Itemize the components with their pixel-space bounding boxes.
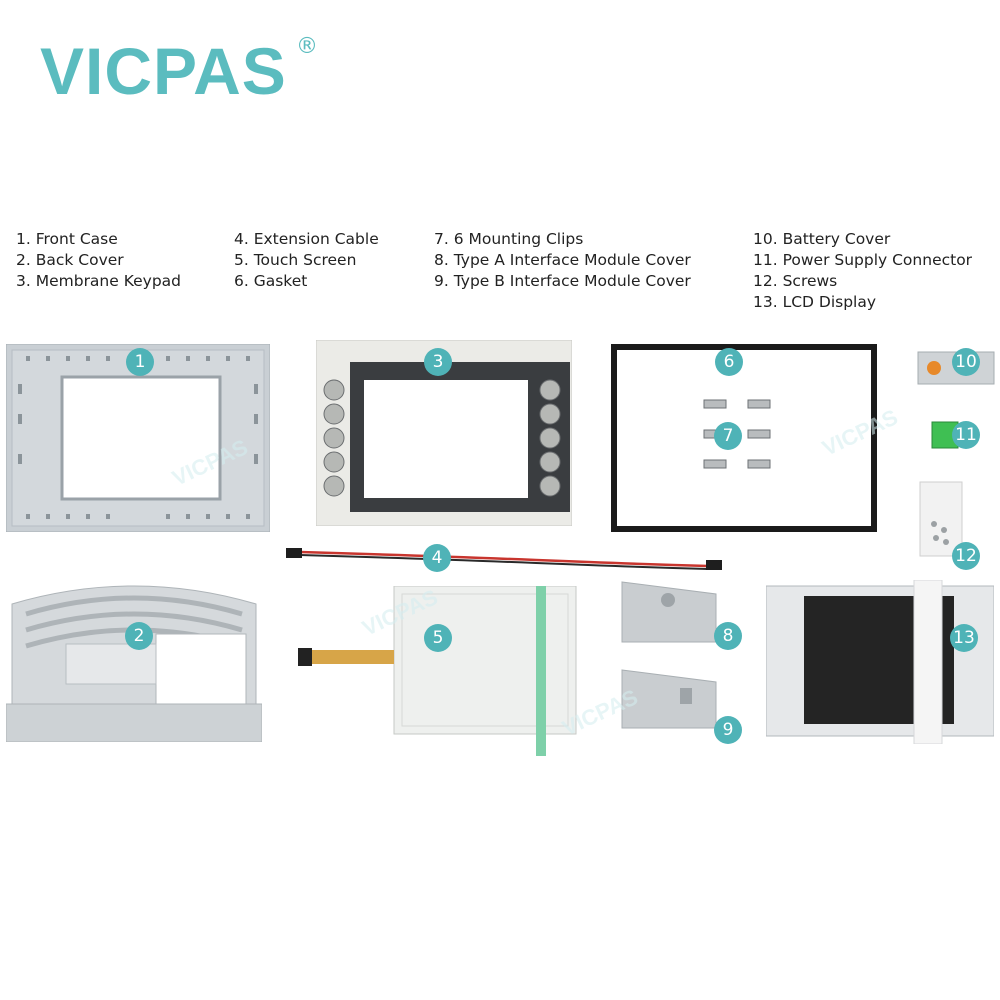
badge-6: 6 xyxy=(715,348,743,376)
legend-column-4: 10. Battery Cover 11. Power Supply Conne… xyxy=(753,229,972,313)
badge-3: 3 xyxy=(424,348,452,376)
badge-2: 2 xyxy=(125,622,153,650)
type-a-cover-image xyxy=(621,581,717,643)
legend-item: 11. Power Supply Connector xyxy=(753,251,973,269)
legend-column-2: 4. Extension Cable 5. Touch Screen 6. Ga… xyxy=(234,229,379,292)
badge-7: 7 xyxy=(714,422,742,450)
legend-column-3: 7. 6 Mounting Clips 8. Type A Interface … xyxy=(434,229,691,292)
legend-item: 4. Extension Cable xyxy=(234,230,379,248)
brand-logo: VICPAS xyxy=(40,34,287,108)
back-cover-image xyxy=(6,585,262,742)
extension-cable-image xyxy=(286,548,722,570)
legend-item: 6. Gasket xyxy=(234,272,308,290)
screws-image xyxy=(919,481,963,557)
touch-screen-image xyxy=(298,586,577,756)
badge-13: 13 xyxy=(950,624,978,652)
badge-11: 11 xyxy=(952,421,980,449)
badge-1: 1 xyxy=(126,348,154,376)
legend-item: 3. Membrane Keypad xyxy=(16,272,181,290)
gasket-image xyxy=(611,344,877,532)
legend-item: 9. Type B Interface Module Cover xyxy=(434,272,691,290)
badge-8: 8 xyxy=(714,622,742,650)
badge-4: 4 xyxy=(423,544,451,572)
legend-item: 10. Battery Cover xyxy=(753,230,891,248)
registered-mark: ® xyxy=(296,34,318,59)
legend-column-1: 1. Front Case 2. Back Cover 3. Membrane … xyxy=(16,229,181,292)
badge-9: 9 xyxy=(714,716,742,744)
badge-12: 12 xyxy=(952,542,980,570)
legend-item: 13. LCD Display xyxy=(753,293,877,311)
legend-item: 1. Front Case xyxy=(16,230,118,248)
badge-5: 5 xyxy=(424,624,452,652)
badge-10: 10 xyxy=(952,348,980,376)
legend-item: 5. Touch Screen xyxy=(234,251,357,269)
legend-item: 7. 6 Mounting Clips xyxy=(434,230,584,248)
lcd-display-image xyxy=(766,580,994,744)
legend-item: 12. Screws xyxy=(753,272,838,290)
legend-item: 2. Back Cover xyxy=(16,251,124,269)
legend-item: 8. Type A Interface Module Cover xyxy=(434,251,691,269)
